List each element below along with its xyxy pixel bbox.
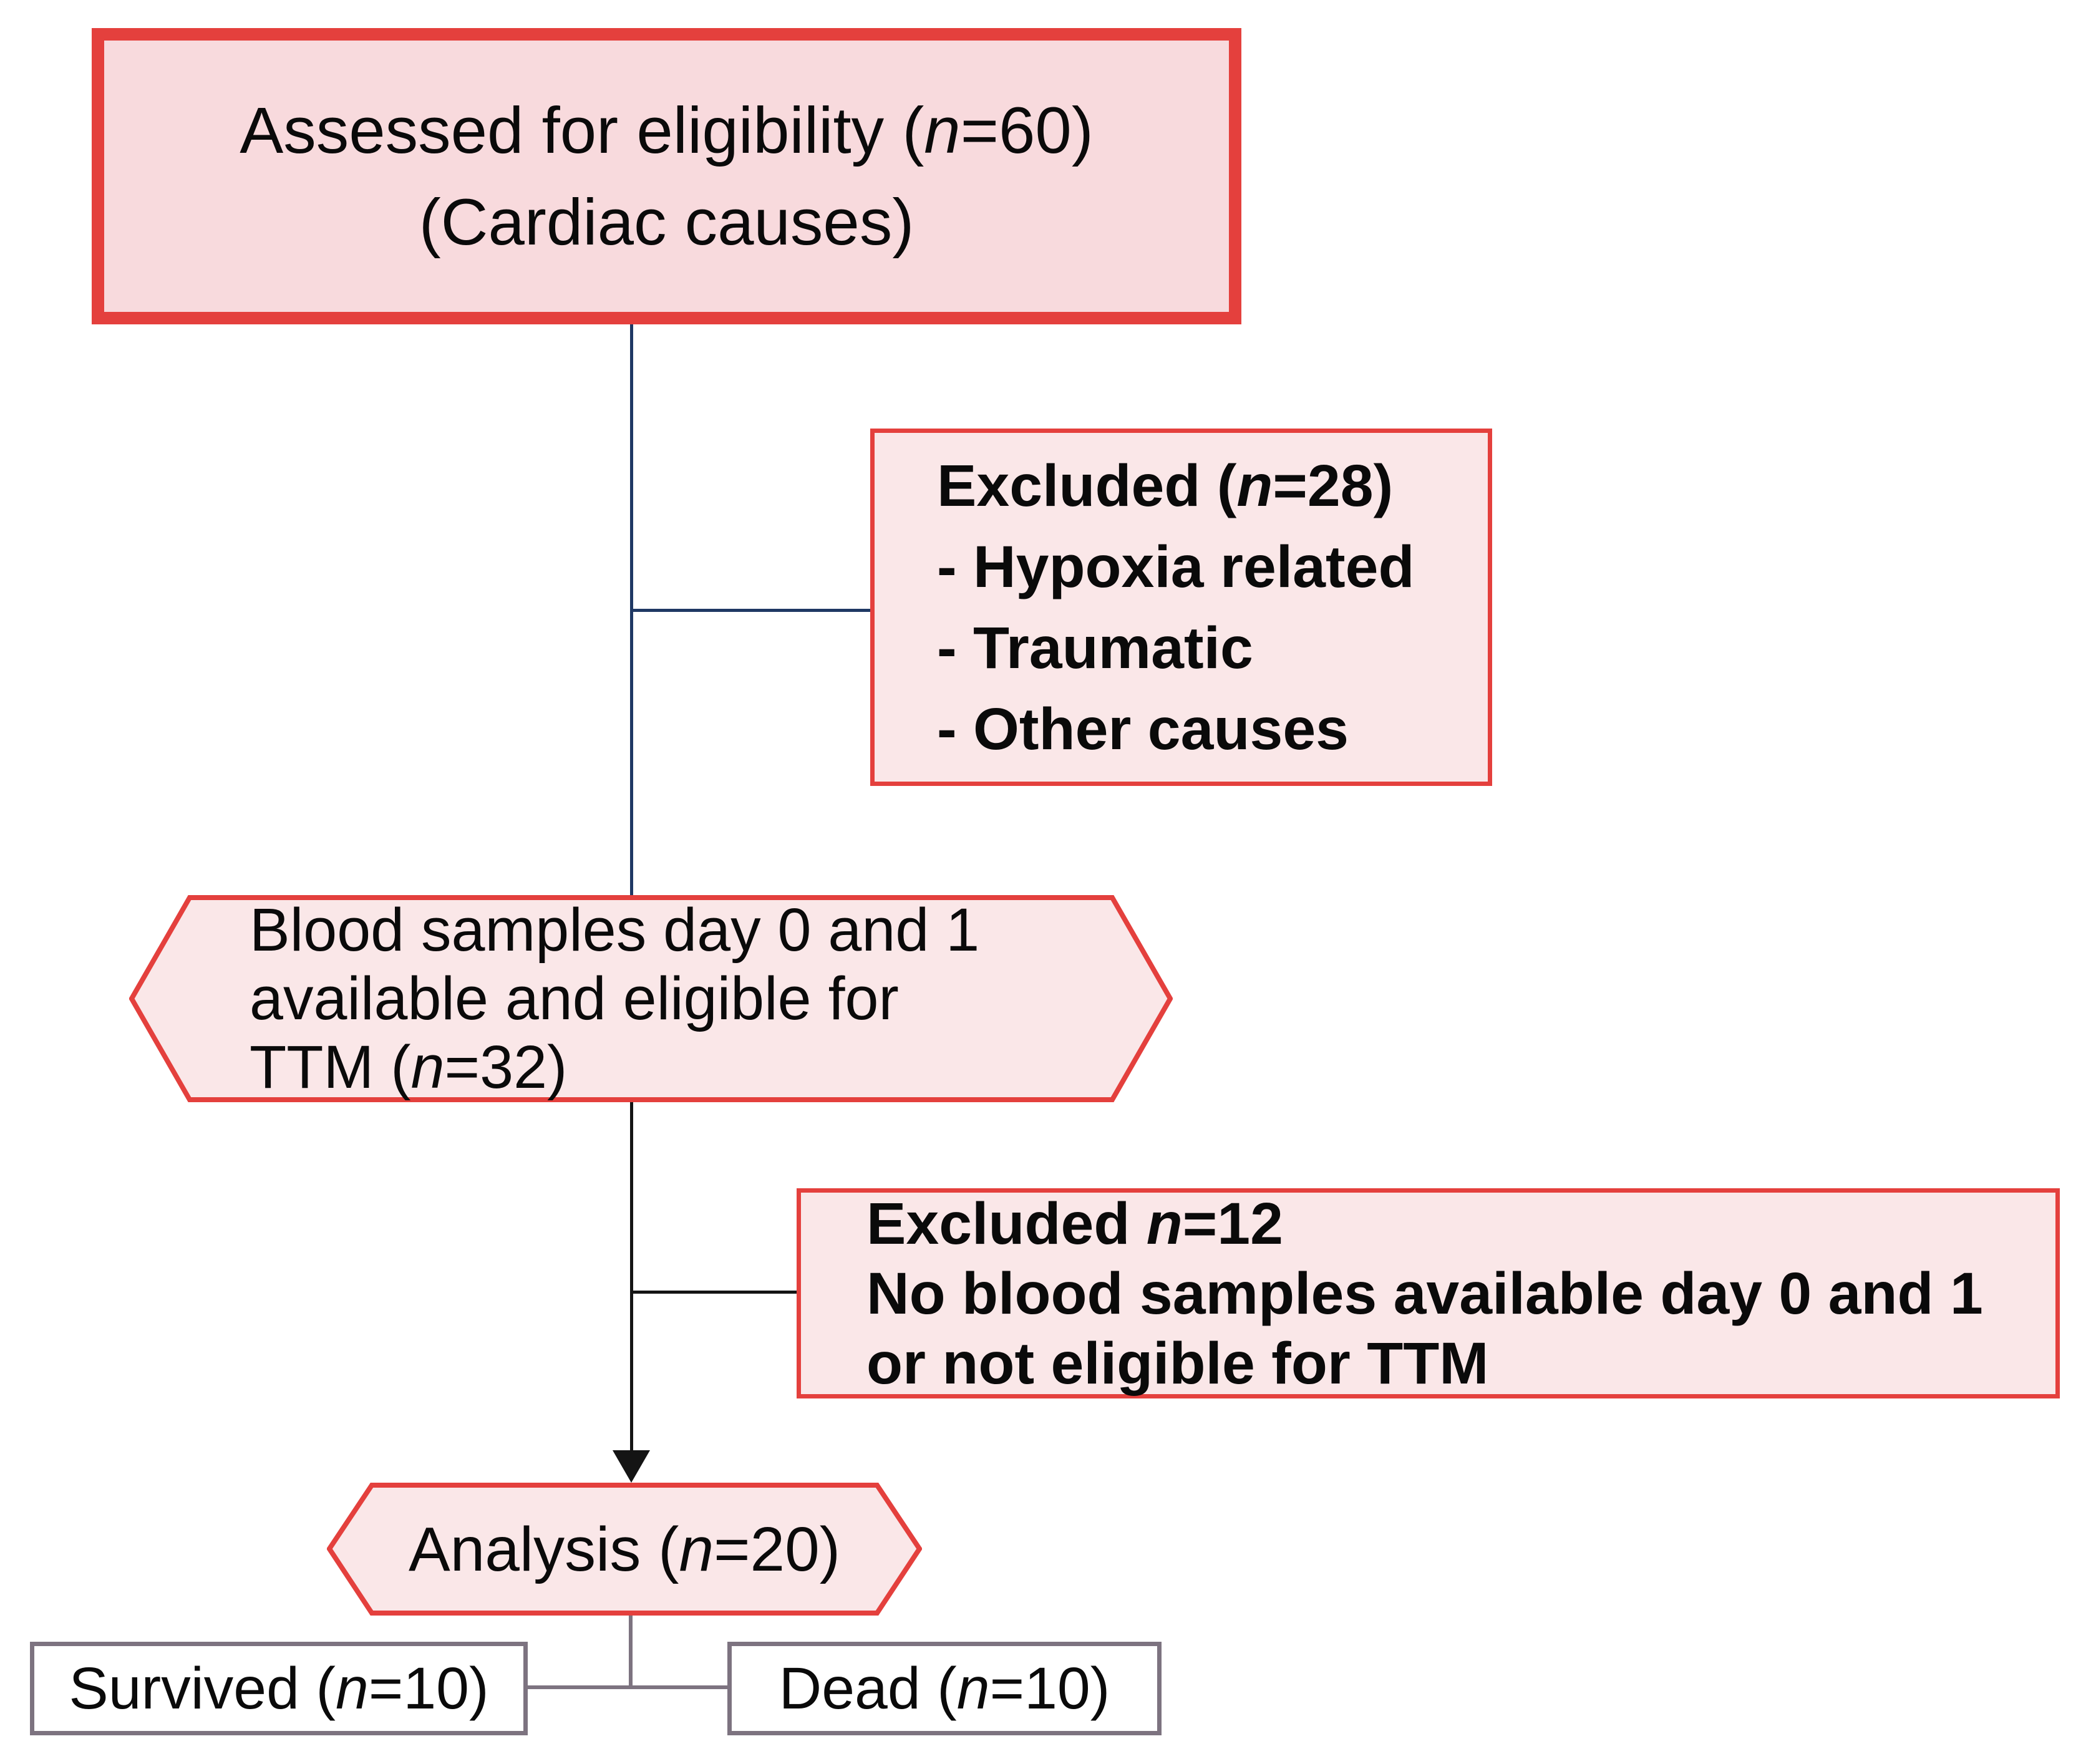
connector-survived-dead bbox=[528, 1685, 727, 1689]
excluded-n28-box: Excluded (n=28) - Hypoxia related - Trau… bbox=[870, 429, 1492, 786]
analysis-text: Analysis (n=20) bbox=[327, 1483, 922, 1616]
excluded-n12-reason-1: No blood samples available day 0 and 1 bbox=[866, 1260, 1983, 1327]
connector-analysis-to-outcomes bbox=[629, 1616, 633, 1689]
dead-box: Dead (n=10) bbox=[727, 1642, 1162, 1735]
excluded-n28-title: Excluded (n=28) bbox=[937, 452, 1394, 519]
excluded-n28-item-traumatic: - Traumatic bbox=[937, 614, 1253, 681]
blood-samples-line-1: Blood samples day 0 and 1 bbox=[250, 896, 980, 964]
dead-label: Dead (n=10) bbox=[779, 1655, 1110, 1722]
hexagon-shape bbox=[129, 895, 1173, 1102]
blood-samples-line-3: TTM (n=32) bbox=[250, 1033, 568, 1101]
survived-label: Survived (n=10) bbox=[69, 1655, 489, 1722]
analysis-hexagon: Analysis (n=20) bbox=[327, 1483, 922, 1616]
analysis-label: Analysis (n=20) bbox=[408, 1514, 840, 1584]
excluded-n12-title: Excluded n=12 bbox=[866, 1190, 1283, 1257]
connector-branch-to-excluded-bottom bbox=[631, 1291, 797, 1294]
excluded-n28-item-hypoxia: - Hypoxia related bbox=[937, 533, 1415, 600]
hexagon-shape bbox=[327, 1483, 922, 1616]
blood-samples-line-2: available and eligible for bbox=[250, 964, 899, 1032]
excluded-n12-box: Excluded n=12 No blood samples available… bbox=[797, 1188, 2060, 1398]
survived-box: Survived (n=10) bbox=[30, 1642, 528, 1735]
assessed-line-2: (Cardiac causes) bbox=[419, 185, 915, 259]
blood-samples-hexagon: Blood samples day 0 and 1 available and … bbox=[129, 895, 1173, 1102]
arrow-down-icon bbox=[613, 1450, 650, 1483]
blood-samples-text: Blood samples day 0 and 1 available and … bbox=[129, 895, 1173, 1102]
assessed-eligibility-box: Assessed for eligibility (n=60) (Cardiac… bbox=[92, 28, 1241, 324]
connector-branch-to-excluded-top bbox=[631, 609, 870, 612]
excluded-n28-item-other: - Other causes bbox=[937, 695, 1349, 762]
connector-eligible-to-analysis bbox=[630, 1102, 633, 1463]
assessed-line-1: Assessed for eligibility (n=60) bbox=[240, 94, 1094, 167]
excluded-n12-reason-2: or not eligible for TTM bbox=[866, 1330, 1489, 1397]
